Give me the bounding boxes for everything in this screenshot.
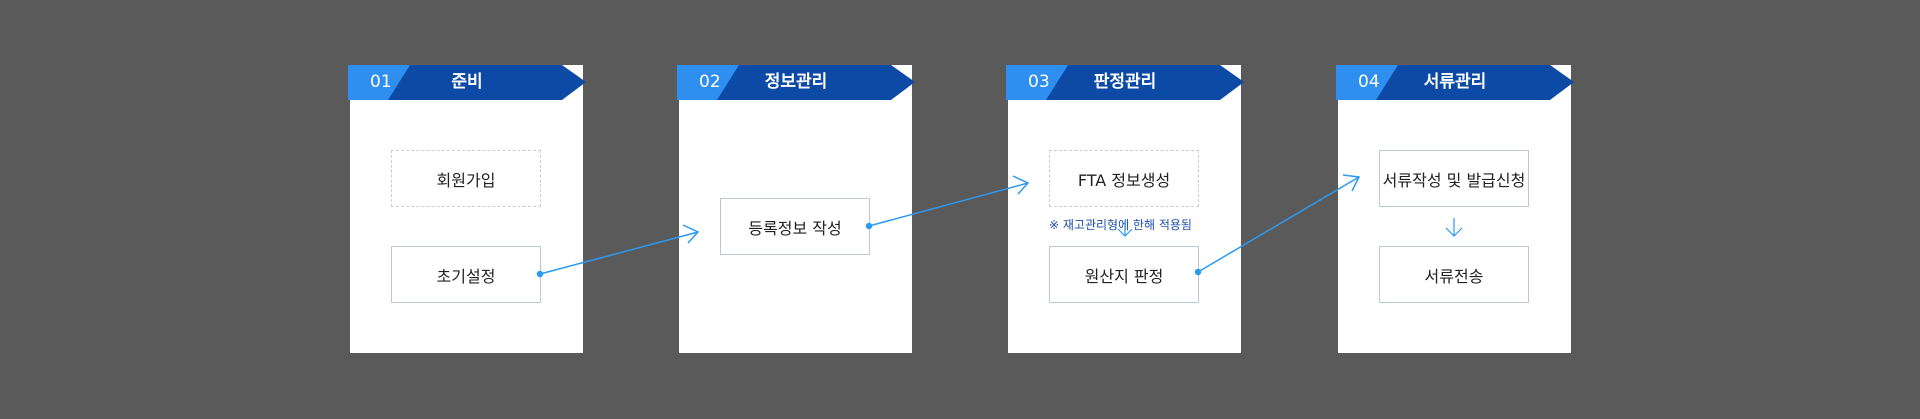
connector-line (539, 231, 699, 275)
connector-line (868, 182, 1029, 227)
step-title: 판정관리 (1093, 72, 1157, 92)
box-registration-info: 등록정보 작성 (720, 198, 870, 255)
step-card-01: 01 준비 회원가입 초기설정 (348, 65, 586, 353)
step-number: 01 (370, 72, 392, 92)
step-card-03: 03 판정관리 FTA 정보생성 ※ 재고관리형에 한해 적용됨 원산지 판정 (1006, 65, 1244, 353)
box-signup: 회원가입 (391, 150, 541, 207)
arrow-head-icon (1342, 174, 1361, 192)
step-title: 준비 (451, 72, 483, 92)
connector-dot (536, 270, 544, 278)
box-document-transmission: 서류전송 (1379, 246, 1529, 303)
step-card-02: 02 정보관리 등록정보 작성 (677, 65, 915, 353)
arrow-head-icon (1012, 175, 1030, 195)
down-arrow-icon (1445, 227, 1463, 237)
connector-dot (865, 222, 873, 230)
step-number: 03 (1028, 72, 1050, 92)
card-body (1008, 65, 1241, 353)
connector-dot (1194, 268, 1202, 276)
box-origin-determination: 원산지 판정 (1049, 246, 1199, 303)
step-number: 02 (699, 72, 721, 92)
down-arrow-icon (1117, 228, 1133, 237)
box-document-issue-request: 서류작성 및 발급신청 (1379, 150, 1529, 207)
arrow-head-icon (682, 224, 700, 244)
step-card-04: 04 서류관리 서류작성 및 발급신청 서류전송 (1336, 65, 1574, 353)
step-title: 서류관리 (1423, 72, 1487, 92)
step-title: 정보관리 (764, 72, 828, 92)
connector-line (1197, 176, 1360, 273)
inventory-note: ※ 재고관리형에 한해 적용됨 (1049, 218, 1192, 232)
box-fta-info: FTA 정보생성 (1049, 150, 1199, 207)
card-body (350, 65, 583, 353)
step-number: 04 (1358, 72, 1380, 92)
card-body (1338, 65, 1571, 353)
